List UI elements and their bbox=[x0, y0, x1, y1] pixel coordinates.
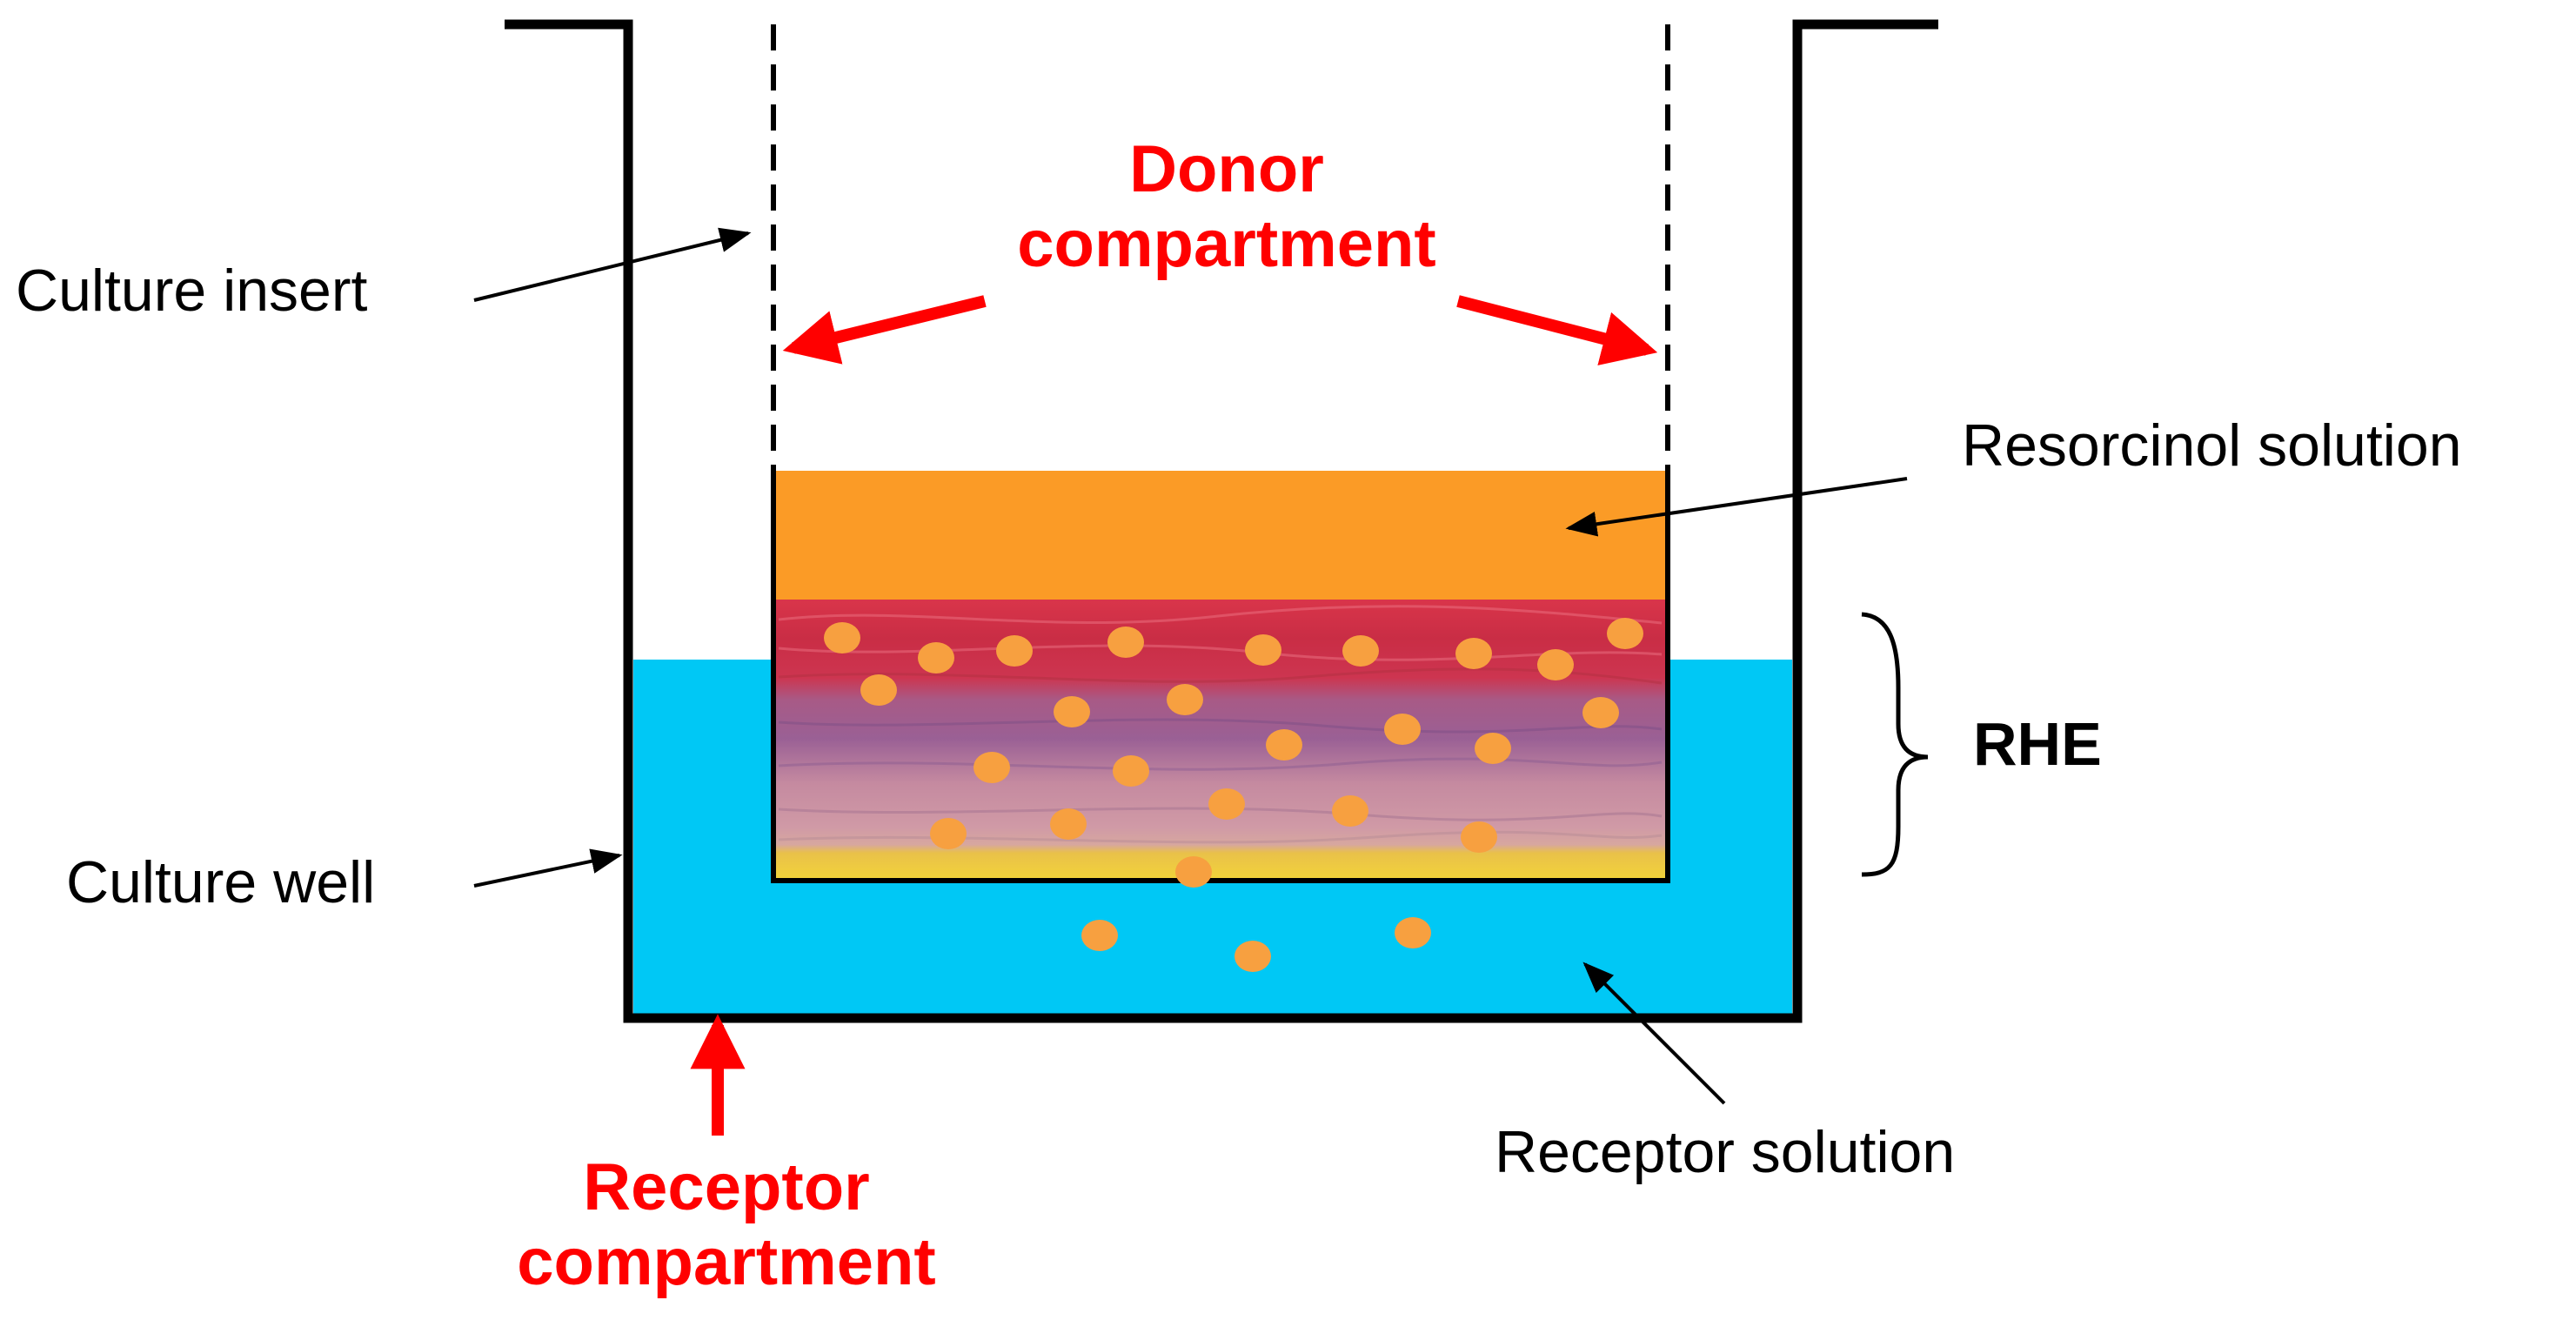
donor-arrow-left bbox=[782, 295, 987, 365]
resorcinol-solution-label: Resorcinol solution bbox=[1962, 412, 2462, 479]
culture-insert-outline bbox=[771, 470, 1670, 883]
culture-well-label: Culture well bbox=[66, 849, 376, 915]
donor-compartment-label: Donor compartment bbox=[1000, 132, 1453, 282]
donor-label-line1: Donor bbox=[1129, 132, 1324, 206]
receptor-label-line2: compartment bbox=[517, 1225, 936, 1299]
receptor-solution-label: Receptor solution bbox=[1495, 1119, 1956, 1185]
resorcinol-solution-pointer bbox=[1565, 477, 1908, 537]
culture-well-outline bbox=[505, 19, 1938, 1023]
rhe-tissue-layer bbox=[776, 600, 1665, 878]
resorcinol-particles bbox=[824, 618, 1643, 972]
receptor-compartment-label: Receptor compartment bbox=[500, 1150, 953, 1300]
receptor-solution-pointer bbox=[1582, 962, 1726, 1105]
receptor-label-line1: Receptor bbox=[583, 1150, 870, 1224]
culture-insert-pointer bbox=[473, 227, 752, 302]
culture-well-pointer bbox=[473, 848, 623, 888]
donor-label-line2: compartment bbox=[1017, 207, 1436, 281]
donor-arrow-right bbox=[1456, 295, 1658, 365]
culture-insert-label: Culture insert bbox=[16, 258, 368, 324]
resorcinol-solution-layer bbox=[776, 471, 1665, 600]
rhe-label: RHE bbox=[1973, 710, 2102, 778]
rhe-brace bbox=[1861, 612, 1929, 877]
